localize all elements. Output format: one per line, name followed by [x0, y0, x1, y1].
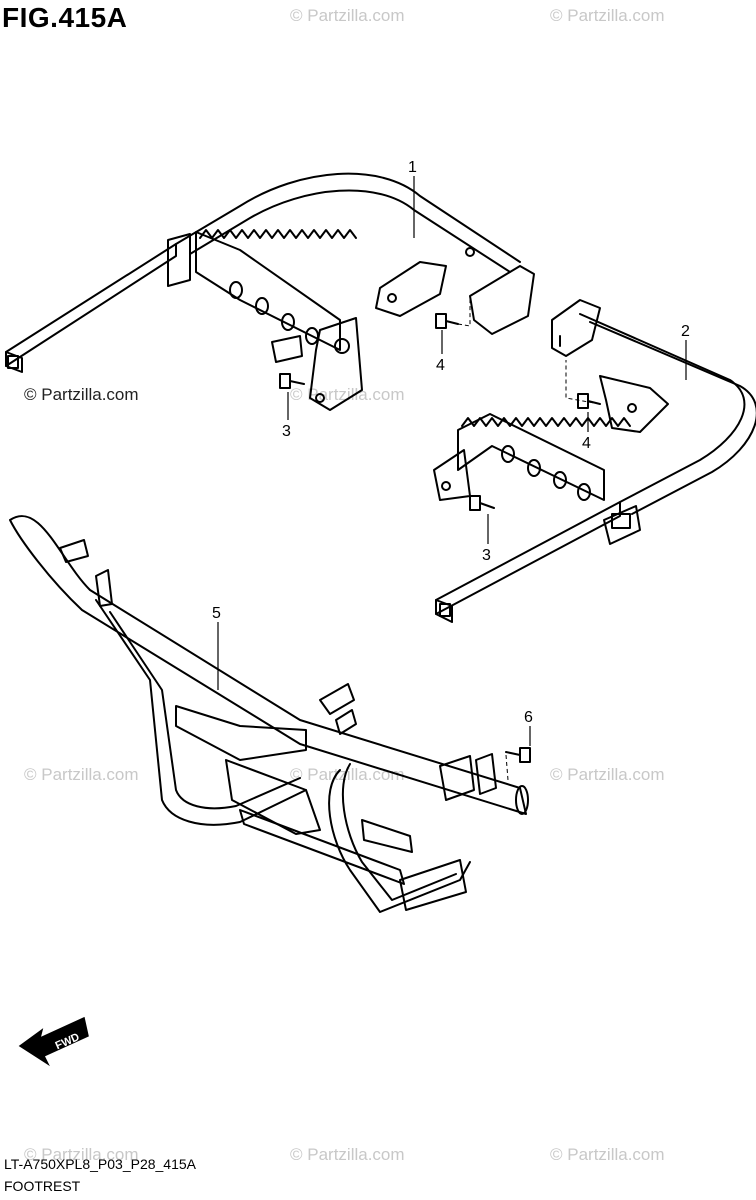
watermark: © Partzilla.com: [550, 765, 665, 784]
assembly-lines: [457, 296, 601, 781]
callout-1: 1: [408, 159, 417, 176]
fwd-arrow-icon: FWD: [18, 1016, 89, 1067]
watermark: © Partzilla.com: [290, 1145, 405, 1164]
part-6-bolt[interactable]: [505, 747, 531, 763]
drawing-code: LT-A750XPL8_P03_P28_415A: [4, 1156, 197, 1172]
watermark: © Partzilla.com: [550, 1145, 665, 1164]
watermark: © Partzilla.com: [24, 385, 139, 404]
figure-title: FIG.415A: [2, 2, 128, 33]
callout-leaders: [217, 176, 687, 746]
watermark: © Partzilla.com: [550, 6, 665, 25]
section-name: FOOTREST: [4, 1178, 81, 1194]
callout-5: 5: [212, 605, 221, 622]
part-3-bolt[interactable]: [279, 373, 495, 511]
part-1-footrest-frame-left[interactable]: [5, 172, 535, 411]
watermark: © Partzilla.com: [290, 765, 405, 784]
part-4-bolt[interactable]: [435, 313, 601, 409]
callout-4: 4: [436, 357, 445, 374]
callout-2: 2: [681, 323, 690, 340]
part-5-lower-frame[interactable]: [9, 515, 529, 913]
callout-6: 6: [524, 709, 533, 726]
part-2-footrest-frame-right[interactable]: [433, 299, 756, 623]
callout-4: 4: [582, 435, 591, 452]
watermark: © Partzilla.com: [290, 6, 405, 25]
callout-3: 3: [482, 547, 491, 564]
watermark: © Partzilla.com: [24, 1145, 139, 1164]
watermark: © Partzilla.com: [24, 765, 139, 784]
callout-3: 3: [282, 423, 291, 440]
callout-numbers: 1 2 3 4 3 4 5 6: [212, 159, 690, 726]
watermark: © Partzilla.com: [290, 385, 405, 404]
